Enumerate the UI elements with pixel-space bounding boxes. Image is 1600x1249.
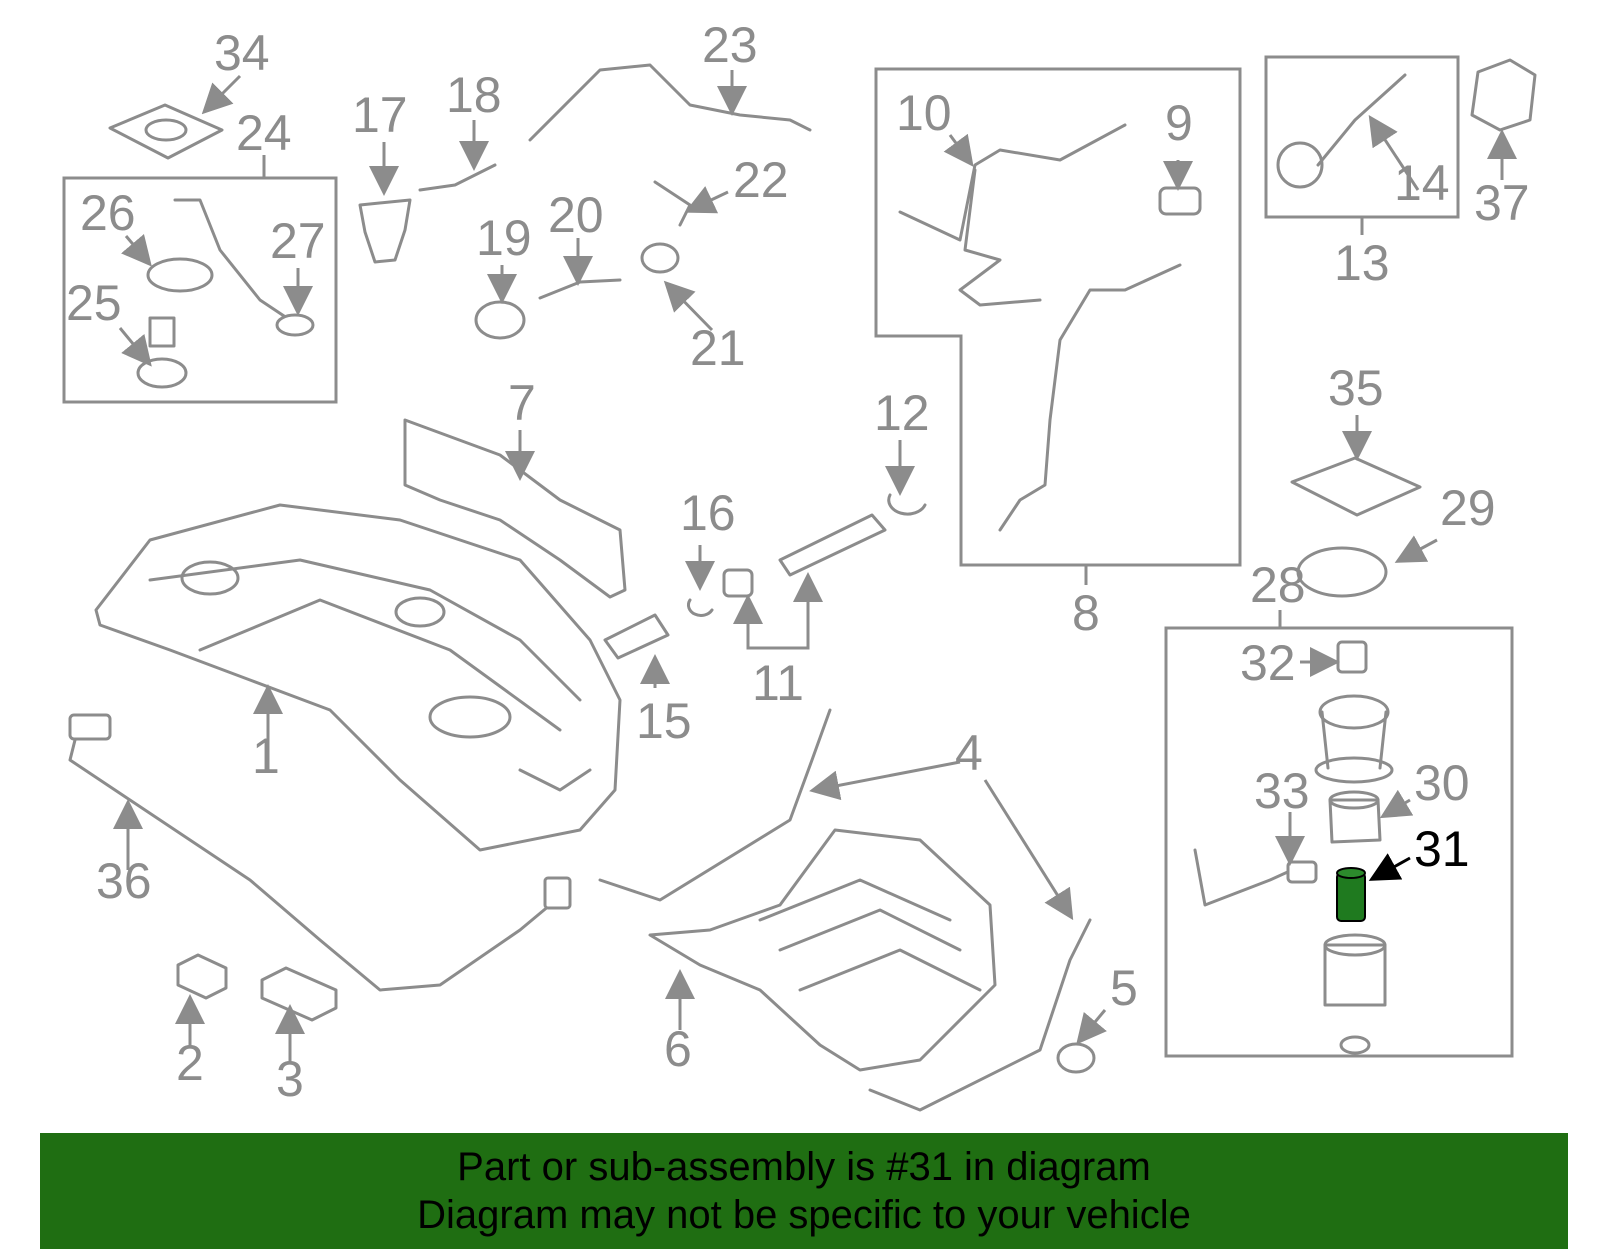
- label-33: 33: [1254, 763, 1310, 819]
- label-5: 5: [1110, 960, 1138, 1016]
- fuel-cap-part-13: [1276, 141, 1324, 189]
- info-banner: Part or sub-assembly is #31 in diagram D…: [40, 1133, 1568, 1249]
- label-12: 12: [874, 385, 930, 441]
- label-19: 19: [476, 210, 532, 266]
- cover-plate-part-35: [1290, 456, 1422, 517]
- cover-plate-part-34: [108, 103, 224, 160]
- sender-part-33: [1193, 848, 1294, 907]
- strap-part-4-left: [598, 708, 832, 902]
- label-14: 14: [1394, 155, 1450, 211]
- label-31: 31: [1414, 821, 1470, 877]
- gasket-part-29: [1296, 546, 1388, 598]
- label-27: 27: [270, 213, 326, 269]
- part-number-labels: 1 2 3 4 5 6 7 8 9 10 11 12 13 14 15 16 1…: [66, 17, 1530, 1107]
- hose-part-18: [418, 163, 497, 192]
- heat-shield-part-7: [403, 418, 627, 599]
- label-4a: 4: [955, 725, 983, 781]
- filter-part-30: [1328, 798, 1382, 844]
- label-25: 25: [66, 275, 122, 331]
- pad-part-2: [176, 953, 228, 1000]
- label-2: 2: [176, 1035, 204, 1091]
- strap-part-4-right: [868, 918, 1092, 1112]
- banner-line-1: Part or sub-assembly is #31 in diagram: [457, 1145, 1151, 1189]
- hose-part-11: [778, 513, 887, 577]
- label-32: 32: [1240, 635, 1296, 691]
- valve-part-9: [1158, 186, 1202, 216]
- label-15: 15: [636, 693, 692, 749]
- label-21: 21: [690, 320, 746, 376]
- leader-lines: [113, 70, 1517, 1062]
- label-8: 8: [1072, 585, 1100, 641]
- label-23: 23: [702, 17, 758, 73]
- valve-part-17: [358, 198, 412, 264]
- label-28: 28: [1250, 557, 1306, 613]
- label-18: 18: [446, 67, 502, 123]
- label-11: 11: [752, 655, 804, 711]
- label-29: 29: [1440, 480, 1496, 536]
- hose-part-23: [528, 63, 812, 142]
- label-37: 37: [1474, 175, 1530, 231]
- label-20: 20: [548, 187, 604, 243]
- harness-part-36: [68, 718, 562, 992]
- clamp-part-12: [887, 493, 927, 516]
- under-cover-part-6: [648, 828, 997, 1072]
- label-6: 6: [664, 1021, 692, 1077]
- group-box-24: [62, 176, 338, 404]
- grommet-part-5: [1056, 1042, 1096, 1074]
- sender-assembly-part-24: [136, 198, 315, 389]
- label-9: 9: [1165, 95, 1193, 151]
- hose-part-22: [653, 180, 692, 227]
- label-16: 16: [680, 485, 736, 541]
- fuel-pump-part-31[interactable]: [1336, 867, 1366, 922]
- pad-part-3: [260, 966, 338, 1022]
- label-30: 30: [1414, 755, 1470, 811]
- label-17: 17: [352, 87, 408, 143]
- fuel-tank-part-1: [94, 503, 622, 852]
- grommet-part-19: [474, 300, 526, 340]
- hose-part-10: [898, 123, 1127, 307]
- label-10: 10: [896, 85, 952, 141]
- label-13: 13: [1334, 235, 1390, 291]
- label-36: 36: [96, 853, 152, 909]
- housing-part-37: [1470, 58, 1537, 132]
- strainer-part-31-base: [1323, 943, 1387, 1007]
- banner-line-2: Diagram may not be specific to your vehi…: [417, 1193, 1191, 1237]
- label-1: 1: [252, 728, 280, 784]
- group-box-28: [1164, 626, 1514, 1058]
- valve-part-21: [640, 242, 680, 274]
- label-35: 35: [1328, 360, 1384, 416]
- connector-part-32: [1336, 640, 1368, 674]
- tether-part-14: [1316, 73, 1407, 167]
- group-box-8: [874, 67, 1242, 567]
- label-22: 22: [733, 152, 789, 208]
- clamp-part-16: [686, 598, 714, 617]
- pipe-part-15: [603, 613, 670, 660]
- label-3: 3: [276, 1051, 304, 1107]
- filler-neck-part-8: [998, 263, 1182, 532]
- label-7: 7: [508, 375, 536, 431]
- hose-part-20: [538, 278, 622, 300]
- label-26: 26: [80, 185, 136, 241]
- label-34: 34: [214, 25, 270, 81]
- label-24: 24: [236, 105, 292, 161]
